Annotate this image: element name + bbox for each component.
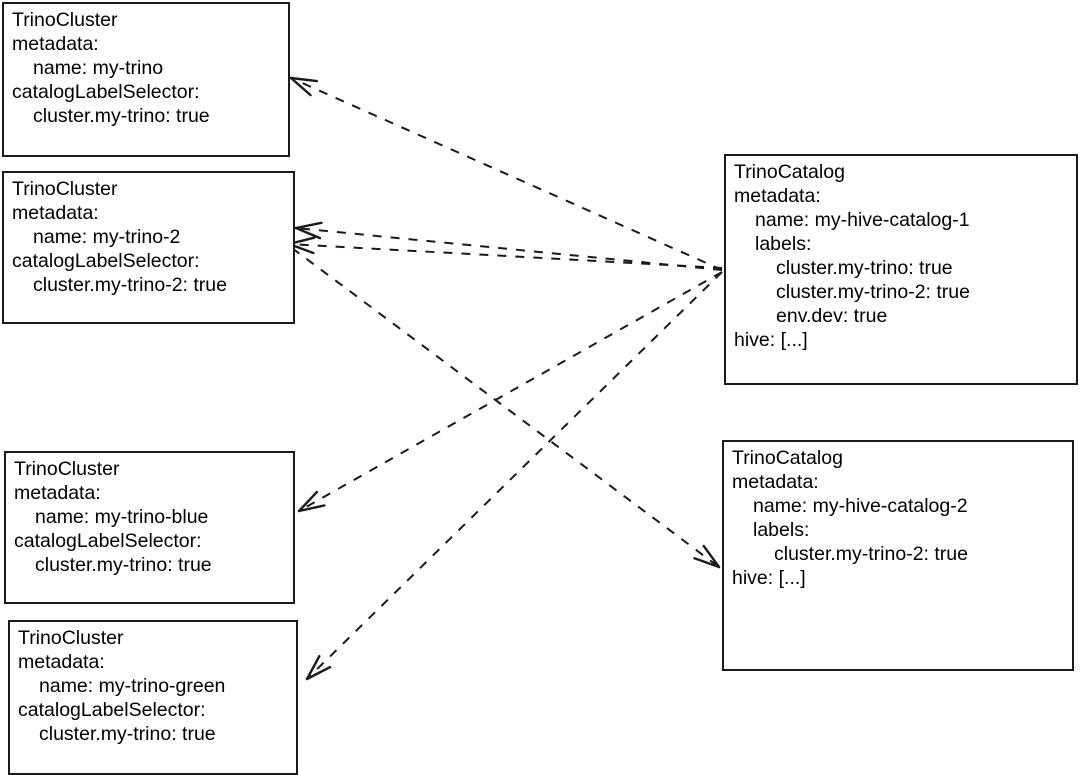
node-line: metadata: xyxy=(12,202,99,224)
node-line: cluster.my-trino-2: true xyxy=(774,543,968,565)
node-line: cluster.my-trino: true xyxy=(35,554,212,576)
node-line: env.dev: true xyxy=(776,305,888,327)
node-line: name: my-trino-green xyxy=(39,675,226,697)
node-line: cluster.my-trino: true xyxy=(776,257,953,279)
edge-catalog1-to-my-trino-blue xyxy=(297,271,723,513)
node-line: TrinoCluster xyxy=(14,458,120,480)
node-line: TrinoCluster xyxy=(18,627,124,649)
node-line: cluster.my-trino-2: true xyxy=(776,281,970,303)
edge-my-trino-2-to-catalog2 xyxy=(291,247,721,569)
node-line: metadata: xyxy=(18,651,105,673)
node-line: hive: [...] xyxy=(734,329,808,351)
node-line: name: my-trino-blue xyxy=(35,506,209,528)
node-line: name: my-hive-catalog-1 xyxy=(755,209,970,231)
edge-catalog1-to-my-trino-green xyxy=(305,271,723,681)
node-line: hive: [...] xyxy=(732,567,806,589)
node-line: catalogLabelSelector: xyxy=(18,699,206,721)
node-line: metadata: xyxy=(12,33,99,55)
node-line: TrinoCatalog xyxy=(734,161,845,183)
node-line: TrinoCluster xyxy=(12,178,118,200)
node-line: labels: xyxy=(755,233,812,255)
node-line: TrinoCluster xyxy=(12,9,118,31)
edge-catalog2-to-my-trino-2 xyxy=(287,236,723,269)
node-line: name: my-trino-2 xyxy=(33,226,181,248)
node-line: metadata: xyxy=(734,185,821,207)
node-line: name: my-hive-catalog-2 xyxy=(753,495,968,517)
node-line: metadata: xyxy=(732,471,819,493)
node-line: name: my-trino xyxy=(33,57,164,79)
node-line: catalogLabelSelector: xyxy=(12,81,200,103)
node-line: catalogLabelSelector: xyxy=(12,250,200,272)
node-line: cluster.my-trino-2: true xyxy=(33,274,227,296)
edge-catalog1-to-my-trino-2 xyxy=(294,221,723,271)
node-line: catalogLabelSelector: xyxy=(14,530,202,552)
node-line: TrinoCatalog xyxy=(732,447,843,469)
edge-catalog1-to-my-trino xyxy=(289,76,723,271)
node-line: metadata: xyxy=(14,482,101,504)
node-line: cluster.my-trino: true xyxy=(39,723,216,745)
node-line: labels: xyxy=(753,519,810,541)
node-line: cluster.my-trino: true xyxy=(33,105,210,127)
